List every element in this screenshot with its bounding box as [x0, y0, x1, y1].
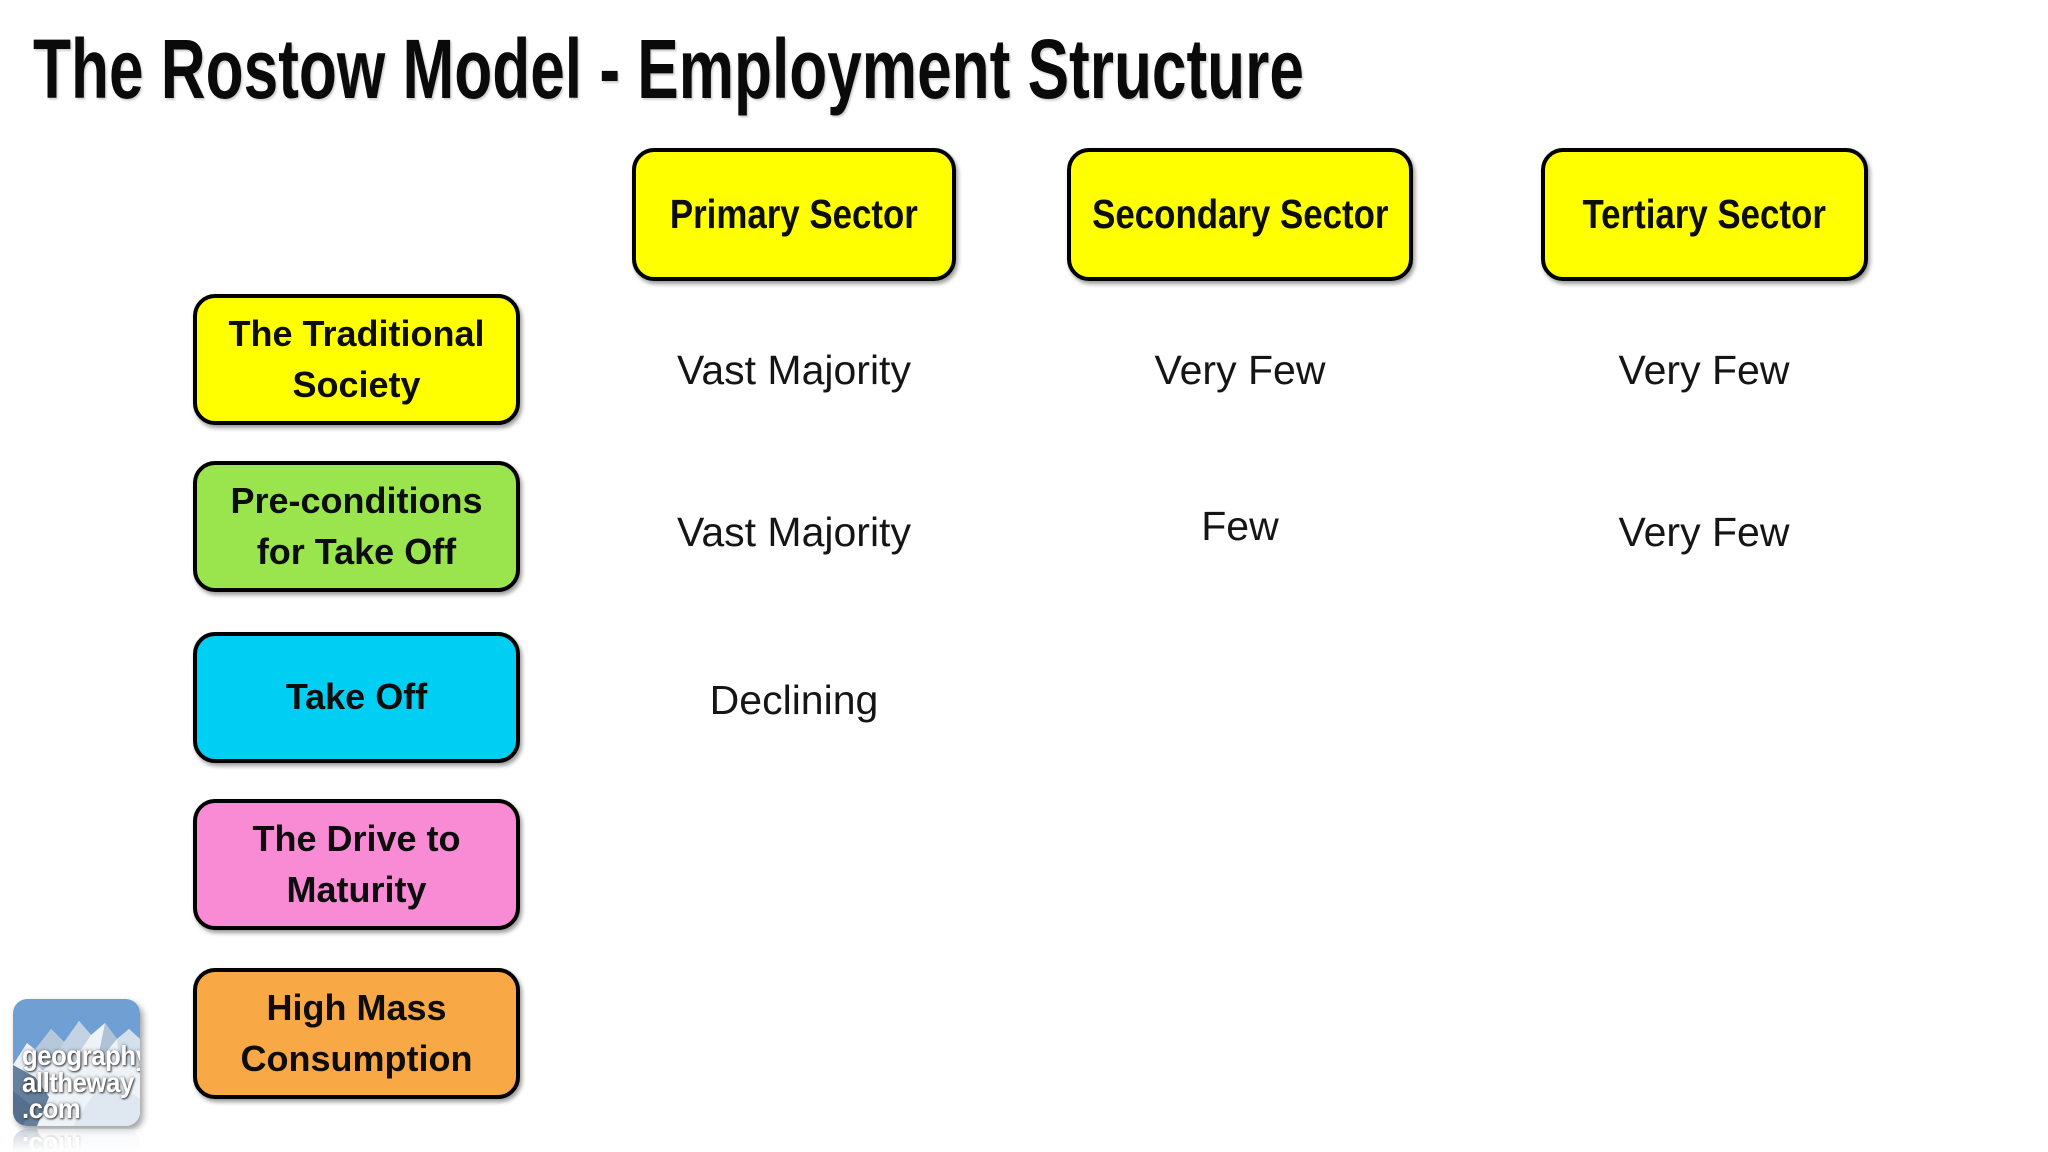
stage-box-drive-to-maturity: The Drive to Maturity	[193, 799, 520, 930]
cell-preconditions-primary: Vast Majority	[677, 509, 911, 555]
logo-text-line: alltheway	[22, 1066, 134, 1098]
column-header-primary-sector: Primary Sector	[632, 148, 956, 281]
logo-text-line: .com	[22, 1093, 81, 1125]
page-title: The Rostow Model - Employment Structure	[33, 22, 1304, 116]
logo-image: geography alltheway .com	[13, 999, 140, 1126]
logo-image: geography alltheway .com	[13, 1129, 140, 1152]
stage-box-preconditions-for-take-off: Pre-conditions for Take Off	[193, 461, 520, 592]
cell-preconditions-tertiary: Very Few	[1618, 509, 1790, 555]
stage-box-high-mass-consumption: High Mass Consumption	[193, 968, 520, 1099]
stage-label: Take Off	[285, 676, 428, 718]
stage-box-take-off: Take Off	[193, 632, 520, 763]
cell-traditional-primary: Vast Majority	[677, 347, 911, 393]
stage-label: The Drive to Maturity	[252, 818, 461, 910]
site-logo: geography alltheway .com	[13, 999, 140, 1126]
column-header-label: Secondary Sector	[1091, 191, 1389, 237]
column-header-secondary-sector: Secondary Sector	[1067, 148, 1413, 281]
mountain-photo-icon	[13, 1129, 140, 1152]
stage-label: Pre-conditions for Take Off	[230, 480, 483, 572]
logo-reflection: geography alltheway .com	[13, 1129, 140, 1152]
logo-text: geography alltheway .com	[22, 1130, 140, 1152]
stage-box-traditional-society: The Traditional Society	[193, 294, 520, 425]
column-header-label: Primary Sector	[670, 191, 918, 237]
logo-reflection-image: geography alltheway .com	[13, 1129, 140, 1152]
logo-text: geography alltheway .com	[22, 1040, 140, 1125]
cell-preconditions-secondary: Few	[1201, 503, 1279, 549]
stage-label: The Traditional Society	[228, 313, 485, 405]
stage-label: High Mass Consumption	[240, 987, 473, 1079]
logo-text-line: .com	[22, 1130, 81, 1152]
column-header-tertiary-sector: Tertiary Sector	[1541, 148, 1868, 281]
logo-text-line: geography	[22, 1040, 140, 1072]
cell-traditional-tertiary: Very Few	[1618, 347, 1790, 393]
cell-traditional-secondary: Very Few	[1154, 347, 1326, 393]
cell-takeoff-primary: Declining	[709, 677, 879, 723]
column-header-label: Tertiary Sector	[1582, 191, 1827, 237]
mountain-photo-icon	[13, 999, 140, 1126]
